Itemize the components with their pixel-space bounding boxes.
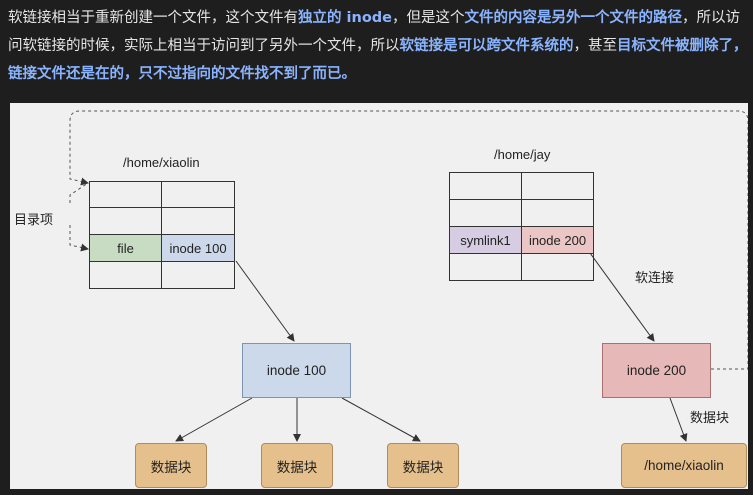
symlink-path-dashed-line <box>69 110 748 370</box>
left-table-cell <box>161 207 235 235</box>
intro-highlight-4: 目标文件被删除了，链接文件还是在的，只不过指向的文件找不到了而已。 <box>8 38 748 82</box>
file-name-cell: file <box>89 234 162 262</box>
connector-layer <box>69 110 748 442</box>
data-block-1: 数据块 <box>135 443 207 488</box>
arrow-inode200-cell-to-box <box>589 252 655 342</box>
arrow-inode100-cell-to-box <box>235 260 295 342</box>
left-table-cell <box>161 181 235 208</box>
symlink-inode-cell: inode 200 <box>521 226 594 254</box>
symlink-name-cell: symlink1 <box>449 226 522 254</box>
right-table-cell <box>521 253 594 281</box>
diagram-canvas: /home/xiaolin 目录项 file inode 100 /home/j… <box>10 103 748 489</box>
right-table-cell <box>521 199 594 227</box>
data-block-3: 数据块 <box>387 443 459 488</box>
intro-highlight-1: 独立的 inode <box>298 10 393 26</box>
left-table-cell <box>89 261 162 289</box>
dir-entry-arrow-top <box>69 182 89 203</box>
dir-entry-label: 目录项 <box>14 212 54 227</box>
arrow-to-block-1 <box>175 397 253 442</box>
intro-highlight-2: 文件的内容是另外一个文件的路径 <box>464 10 683 26</box>
softlink-label: 软连接 <box>635 270 675 285</box>
intro-text-2: ，但是这个 <box>392 10 465 26</box>
right-table-cell <box>449 172 522 200</box>
right-table-cell <box>449 253 522 281</box>
left-table-cell <box>161 261 235 289</box>
intro-text-4: ，甚至 <box>573 38 618 54</box>
data-block-2: 数据块 <box>261 443 333 488</box>
data-block-label: 数据块 <box>690 410 730 425</box>
arrow-inode200-to-target <box>669 397 688 442</box>
right-dir-path: /home/jay <box>494 147 551 162</box>
inode-100-box: inode 100 <box>242 343 351 398</box>
left-table-cell <box>89 207 162 235</box>
dir-entry-arrow-bottom <box>69 225 89 252</box>
intro-text-3: ，所以访问软链接的时候，实际上相当于访问到了另外一个文件，所以 <box>8 10 741 54</box>
intro-text-1: 软链接相当于重新创建一个文件，这个文件有 <box>8 10 298 26</box>
intro-highlight-3: 软链接是可以跨文件系统的 <box>399 38 574 54</box>
left-dir-path: /home/xiaolin <box>123 155 200 170</box>
inode-200-box: inode 200 <box>602 343 711 398</box>
right-table-cell <box>521 172 594 200</box>
right-table-cell <box>449 199 522 227</box>
left-table-cell <box>89 181 162 208</box>
intro-paragraph: 软链接相当于重新创建一个文件，这个文件有独立的 inode，但是这个文件的内容是… <box>8 4 748 88</box>
arrow-to-block-3 <box>341 397 421 442</box>
file-inode-cell: inode 100 <box>161 234 235 262</box>
target-path-block: /home/xiaolin <box>621 443 747 488</box>
